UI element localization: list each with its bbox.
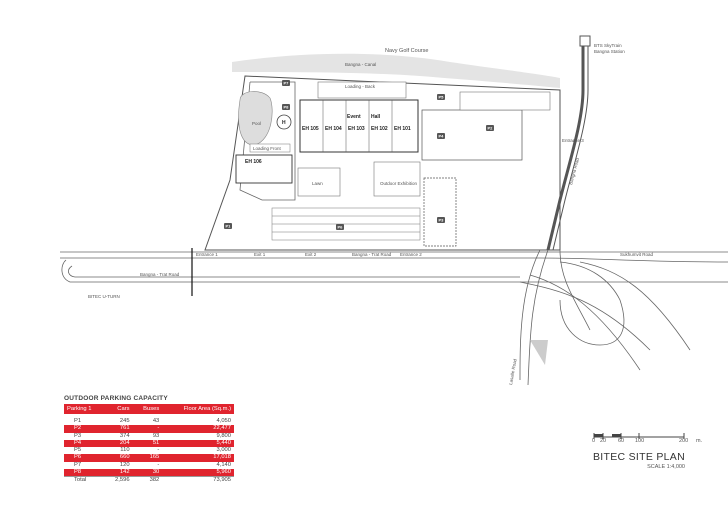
loading-front-label: Loading Front	[253, 146, 282, 151]
parking-area-northeast	[459, 91, 551, 111]
svg-text:P3: P3	[439, 218, 445, 223]
parking-badge-p5: P5	[437, 94, 445, 100]
eh105-label: EH 105	[302, 126, 319, 132]
scale-tick-100: 100	[635, 438, 645, 444]
parking-badge-p2: P2	[486, 125, 494, 131]
svg-text:P7: P7	[284, 81, 290, 86]
entrance-2-label: Entrance 2	[400, 252, 422, 257]
eh106-label: EH 106	[245, 159, 262, 165]
exit-2-label: Exit 2	[305, 252, 317, 257]
parking-badge-p3: P3	[437, 217, 445, 223]
pool-label: Pool	[252, 121, 261, 126]
svg-text:P2: P2	[488, 126, 494, 131]
sukhumvit-label: Sukhumvit Road	[620, 252, 654, 257]
loading-back-area	[317, 81, 407, 99]
outdoor-exhibition-area	[373, 161, 421, 197]
plan-title: BITEC SITE PLAN	[592, 451, 685, 463]
loading-back-label: Loading - Back	[345, 84, 376, 89]
loading-front-area	[249, 143, 291, 153]
interchange-ramps	[519, 249, 691, 386]
scale-bar: 0 20 60 100 200 m.	[592, 428, 707, 446]
golf-course-label: Navy Golf Course	[385, 48, 428, 54]
lawn-area	[297, 167, 341, 197]
outdoor-exhibition-label: Outdoor Exhibition	[380, 181, 418, 186]
bangna-trat-road	[60, 248, 728, 296]
canal-label: Bangna - Canal	[345, 62, 376, 67]
event-label: Event	[347, 114, 361, 120]
parking-badge-p6: P6	[336, 224, 344, 230]
bts-station-label: Bangna Station	[594, 49, 625, 54]
header-cars: Cars	[104, 404, 133, 414]
eh101-label: EH 101	[394, 126, 411, 132]
entrance-1-label: Entrance 1	[196, 252, 218, 257]
svg-text:P4: P4	[439, 134, 445, 139]
eh104-label: EH 104	[325, 126, 342, 132]
hall-label: Hall	[371, 114, 381, 120]
uturn-label: BITEC U-TURN	[88, 294, 120, 299]
lawn-label: Lawn	[312, 181, 323, 186]
exit-1-label: Exit 1	[254, 252, 266, 257]
scale-tick-20: 20	[600, 438, 607, 444]
entrance-3-label: Entrance 3	[562, 138, 584, 143]
interchange-island	[530, 340, 548, 365]
helipad	[276, 114, 292, 130]
scale-tick-200: 200	[679, 438, 689, 444]
pool-area	[238, 91, 273, 146]
svg-text:P6: P6	[338, 225, 344, 230]
scale-tick-0: 0	[592, 438, 596, 444]
parking-area-southeast	[423, 177, 457, 247]
bts-label: BTS SkyTrain	[594, 43, 622, 48]
bangna-trat-label: Bangna - Trat Road	[140, 272, 180, 277]
plan-scale-text: SCALE 1:4,000	[647, 464, 685, 470]
parking-badge-p4: P4	[437, 133, 445, 139]
scale-unit: m.	[696, 438, 703, 444]
header-area: Floor Area (Sq.m.)	[162, 404, 234, 414]
helipad-letter: H	[282, 120, 286, 126]
scale-bar-graphic	[593, 433, 685, 439]
golf-course-area	[232, 53, 560, 88]
eh106-building	[235, 154, 293, 184]
eh103-label: EH 103	[348, 126, 365, 132]
svg-text:P1: P1	[226, 224, 232, 229]
table-title: OUTDOOR PARKING CAPACITY	[64, 395, 168, 402]
eh102-label: EH 102	[371, 126, 388, 132]
table-header-row: Parking 1 Cars Buses Floor Area (Sq.m.)	[64, 404, 234, 414]
svg-text:P5: P5	[439, 95, 445, 100]
lasalle-road-label: Lasalle Road	[508, 358, 518, 385]
bangna-trat-label-2: Bangna - Trat Road	[352, 252, 392, 257]
parking-capacity-table: OUTDOOR PARKING CAPACITY Parking 1 Cars …	[64, 395, 234, 485]
parking-badge-p8: P8	[282, 104, 290, 110]
bts-skytrain-line	[546, 35, 591, 251]
site-boundary	[204, 75, 561, 251]
exhibition-halls-block	[299, 99, 419, 153]
header-parking: Parking 1	[64, 404, 105, 414]
parking-badge-p1: P1	[224, 223, 232, 229]
scale-tick-60: 60	[618, 438, 625, 444]
parking-rows	[271, 207, 421, 241]
plan-title-block: BITEC SITE PLAN SCALE 1:4,000	[560, 451, 685, 470]
svg-text:P8: P8	[284, 105, 290, 110]
header-buses: Buses	[132, 404, 163, 414]
parking-badge-p7: P7	[282, 80, 290, 86]
